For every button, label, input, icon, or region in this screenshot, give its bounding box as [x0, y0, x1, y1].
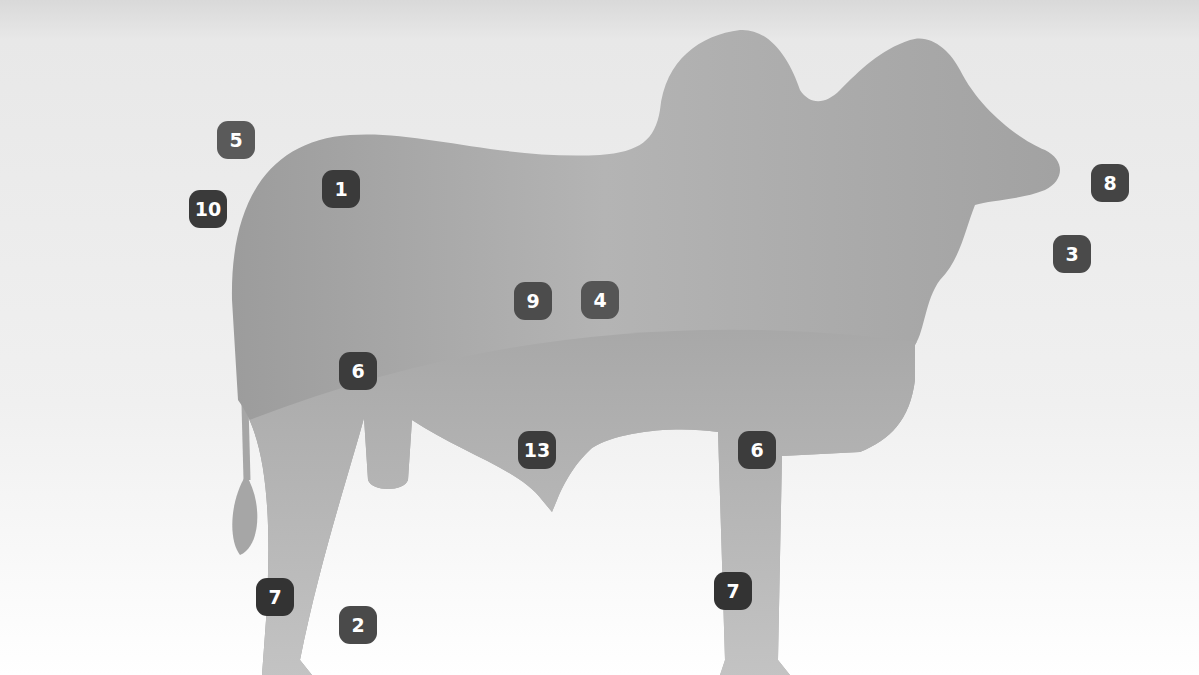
callout-number: 5: [217, 121, 255, 159]
callout-number: 13: [518, 431, 556, 469]
callout-number: 6: [738, 431, 776, 469]
callout-number: 3: [1053, 235, 1091, 273]
callout-number: 8: [1091, 164, 1129, 202]
callout-number: 10: [189, 190, 227, 228]
callout-number: 2: [339, 606, 377, 644]
callout-number: 7: [256, 578, 294, 616]
callout-number: 1: [322, 170, 360, 208]
callout-number: 4: [581, 281, 619, 319]
callout-number: 9: [514, 282, 552, 320]
callout-number: 7: [714, 572, 752, 610]
callout-number: 6: [339, 352, 377, 390]
